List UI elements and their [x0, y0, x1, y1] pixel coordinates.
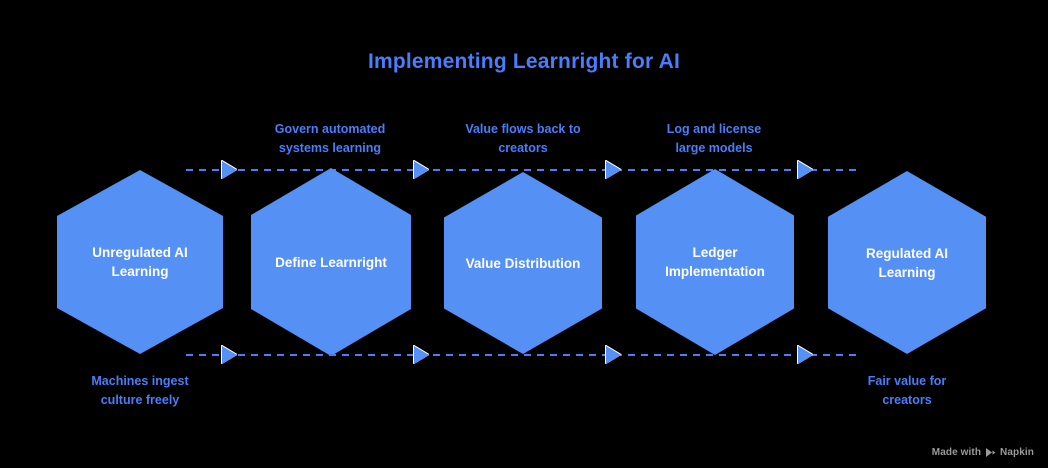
stage-hexagon-5-label: Regulated AI Learning [860, 244, 954, 282]
top-label-3-line2: large models [675, 141, 753, 155]
top-flow-arrow-3 [606, 161, 621, 179]
stage-hexagon-2[interactable]: Define Learnright [251, 168, 411, 356]
stage-4-line1: Ledger [692, 245, 738, 260]
watermark-prefix-text: Made with [931, 447, 982, 458]
stage-1-line2: Learning [111, 264, 169, 279]
top-label-2: Value flows back to creators [443, 120, 603, 158]
bottom-label-1-line1: Machines ingest [91, 374, 189, 388]
stage-hexagon-1-label: Unregulated AI Learning [86, 243, 194, 281]
bottom-flow-arrow-1 [222, 346, 237, 364]
stage-hexagon-2-label: Define Learnright [269, 253, 393, 272]
top-label-1-line2: systems learning [278, 141, 382, 155]
top-label-2-line1: Value flows back to [465, 122, 581, 136]
stage-1-line1: Unregulated AI [92, 245, 188, 260]
bottom-label-2: Fair value for creators [827, 372, 987, 410]
watermark-brand-text: Napkin [1000, 447, 1034, 458]
top-flow-arrow-2 [414, 161, 429, 179]
stage-5-line2: Learning [878, 264, 936, 280]
stage-hexagon-4[interactable]: Ledger Implementation [636, 169, 794, 355]
napkin-logo-icon [985, 447, 996, 458]
top-label-3-line1: Log and license [666, 122, 762, 136]
top-label-1-line1: Govern automated [274, 122, 386, 136]
stage-hexagon-5[interactable]: Regulated AI Learning [828, 171, 986, 354]
bottom-flow-arrow-2 [414, 346, 429, 364]
stage-hexagon-3[interactable]: Value Distribution [444, 172, 602, 354]
stage-hexagon-1[interactable]: Unregulated AI Learning [57, 170, 223, 354]
bottom-label-2-line1: Fair value for [867, 374, 947, 388]
stage-2-line1: Define Learnright [275, 254, 387, 270]
stage-3-line1: Value Distribution [465, 255, 581, 271]
stage-hexagon-3-label: Value Distribution [460, 254, 587, 273]
top-flow-arrow-4 [798, 161, 813, 179]
top-flow-rail [186, 169, 862, 171]
bottom-label-2-line2: creators [882, 393, 932, 407]
top-label-2-line2: creators [498, 141, 548, 155]
bottom-flow-rail [186, 354, 862, 356]
bottom-flow-arrow-4 [798, 346, 813, 364]
top-label-1: Govern automated systems learning [250, 120, 410, 158]
stage-5-line1: Regulated AI [865, 245, 948, 261]
top-flow-arrow-1 [222, 161, 237, 179]
bottom-flow-arrow-3 [606, 346, 621, 364]
bottom-label-1: Machines ingest culture freely [60, 372, 220, 410]
top-label-3: Log and license large models [634, 120, 794, 158]
bottom-label-1-line2: culture freely [100, 393, 180, 407]
stage-4-line2: Implementation [665, 264, 765, 279]
page-title: Implementing Learnright for AI [367, 50, 681, 73]
napkin-watermark[interactable]: Made with Napkin [932, 447, 1034, 458]
stage-hexagon-4-label: Ledger Implementation [659, 243, 771, 281]
